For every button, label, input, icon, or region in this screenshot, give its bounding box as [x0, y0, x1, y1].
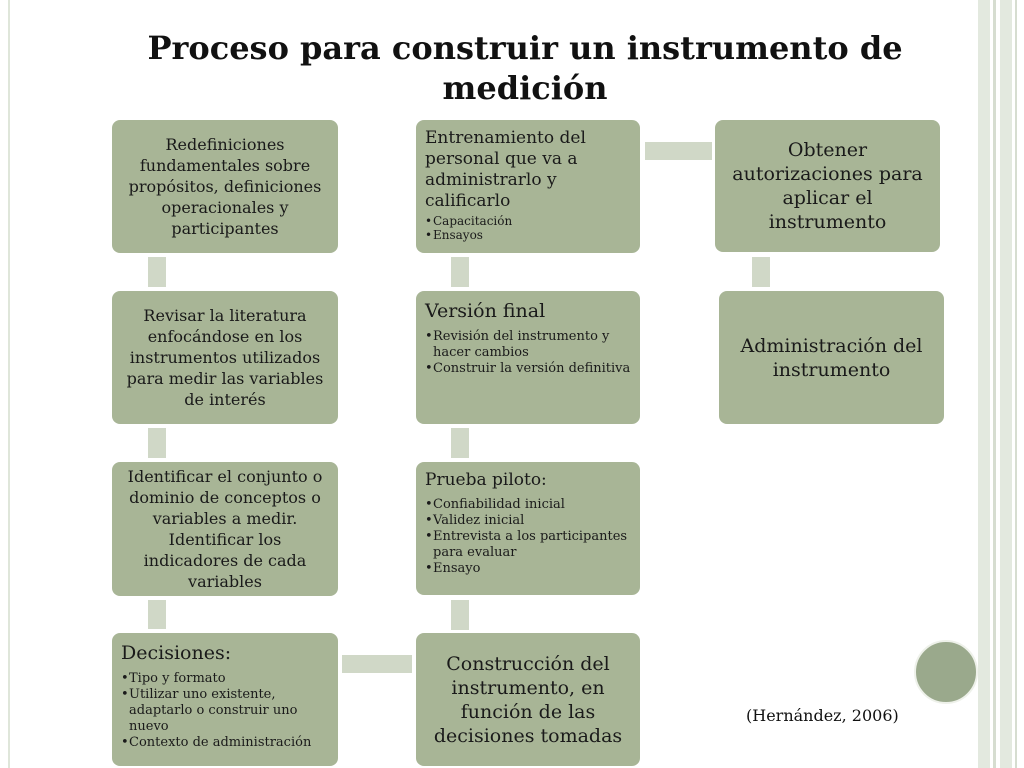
bullet-item: Confiabilidad inicial	[425, 497, 632, 513]
bullet-item: Revisión del instrumento y hacer cambios	[425, 329, 632, 361]
box-heading: Decisiones:	[121, 642, 232, 664]
bullet-item: Tipo y formato	[121, 671, 330, 687]
bullet-item: Contexto de administración	[121, 735, 330, 751]
box-revisar-literatura: Revisar la literatura enfocándose en los…	[112, 291, 338, 424]
box-text: Redefiniciones fundamentales sobre propó…	[128, 135, 322, 238]
box-heading: Versión final	[425, 300, 546, 322]
frame-line-left	[8, 0, 10, 768]
bullet-item: Utilizar uno existente, adaptarlo o cons…	[121, 687, 330, 735]
bullet-item: Ensayos	[425, 228, 632, 242]
frame-stripe-right	[993, 0, 996, 768]
bullet-item: Ensayo	[425, 561, 632, 577]
box-heading: Entrenamiento del personal que va a admi…	[425, 128, 586, 211]
box-text: Identificar el conjunto o dominio de con…	[127, 467, 323, 591]
box-redefiniciones: Redefiniciones fundamentales sobre propó…	[112, 120, 338, 253]
frame-stripe-right	[978, 0, 990, 768]
bullet-item: Validez inicial	[425, 513, 632, 529]
box-text: Construcción del instrumento, en función…	[433, 652, 623, 747]
bullet-list: Revisión del instrumento y hacer cambios…	[425, 329, 632, 377]
box-version-final: Versión final Revisión del instrumento y…	[416, 291, 640, 424]
connector-prueba-version	[451, 428, 469, 458]
connector-decisiones-construccion	[342, 655, 412, 673]
bullet-item: Capacitación	[425, 214, 632, 228]
connector-revisar-identificar	[148, 428, 166, 458]
box-administracion: Administración del instrumento	[719, 291, 944, 424]
frame-stripe-right	[1015, 0, 1017, 768]
bullet-item: Entrevista a los participantes para eval…	[425, 529, 632, 561]
box-prueba-piloto: Prueba piloto: Confiabilidad inicial Val…	[416, 462, 640, 595]
bullet-list: Capacitación Ensayos	[425, 214, 632, 242]
decorative-circle	[914, 640, 978, 704]
box-text: Obtener autorizaciones para aplicar el i…	[732, 139, 923, 233]
box-obtener-autorizaciones: Obtener autorizaciones para aplicar el i…	[715, 120, 940, 252]
box-identificar-conceptos: Identificar el conjunto o dominio de con…	[112, 462, 338, 596]
box-construccion: Construcción del instrumento, en función…	[416, 633, 640, 766]
connector-construccion-prueba	[451, 600, 469, 630]
page-title: Proceso para construir un instrumento de…	[147, 29, 903, 107]
connector-version-entrenamiento	[451, 257, 469, 287]
frame-stripe-right	[1000, 0, 1012, 768]
box-entrenamiento: Entrenamiento del personal que va a admi…	[416, 120, 640, 253]
citation: (Hernández, 2006)	[746, 706, 899, 725]
connector-autorizaciones-administracion	[752, 257, 770, 287]
box-text: Revisar la literatura enfocándose en los…	[126, 306, 324, 409]
connector-redefiniciones-revisar	[148, 257, 166, 287]
connector-identificar-decisiones	[148, 600, 166, 629]
bullet-list: Tipo y formato Utilizar uno existente, a…	[121, 671, 330, 751]
box-heading: Prueba piloto:	[425, 470, 547, 490]
connector-entrenamiento-autorizaciones	[645, 142, 712, 160]
bullet-list: Confiabilidad inicial Validez inicial En…	[425, 497, 632, 577]
bullet-item: Construir la versión definitiva	[425, 361, 632, 377]
box-text: Administración del instrumento	[740, 334, 923, 381]
box-decisiones: Decisiones: Tipo y formato Utilizar uno …	[112, 633, 338, 766]
